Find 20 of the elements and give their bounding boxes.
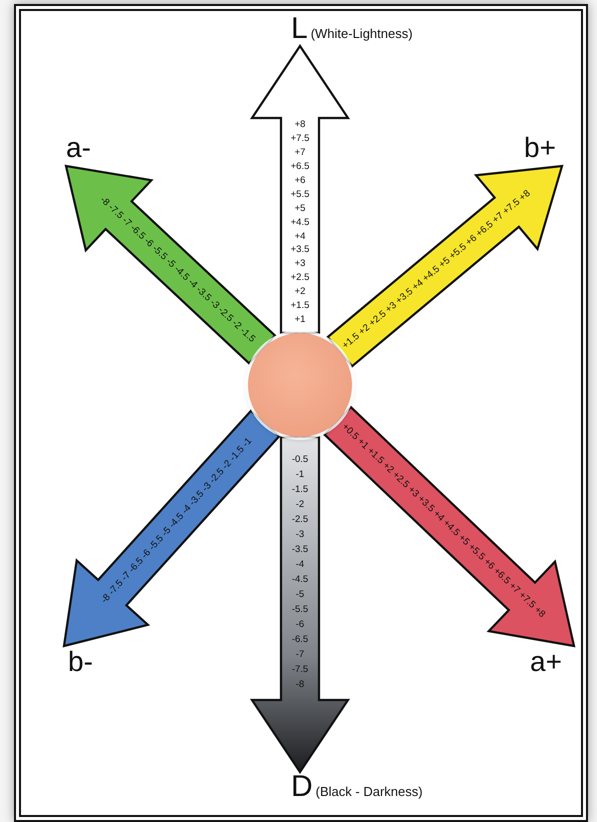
scale-numbers: +1.5 +2 +2.5 +3 +3.5 +4 +4.5 +5 +5.5 +6 +6.5 +7 +7.5 +8 xyxy=(340,188,534,352)
scale-numbers: -8 -7.5 -7 -6.5 -6 -5.5 -5 -4.5 -4 -3.5 -3 -2.5 -2 -1.5 -1 xyxy=(98,435,255,608)
axis-arrow xyxy=(322,406,576,648)
axis-letter: L xyxy=(291,14,308,44)
scale-numbers: -0.5 -1 -1.5 -2 -2.5 -3 -3.5 -4 -4.5 -5 -5.5 -6 -6.5 -7 -7.5 -8 xyxy=(290,452,310,692)
scale-numbers: +0.5 +1 +1.5 +2 +2.5 +3 +3.5 +4 +4.5 +5 +5.5 +6 +6.5 +7 +7.5 +8 xyxy=(338,420,548,622)
axis-name: (Black - Darkness) xyxy=(316,785,423,798)
axis-letter: b- xyxy=(68,648,93,676)
axis-arrow xyxy=(250,44,350,334)
scale-numbers: +8 +7.5 +7 +6.5 +6 +5.5 +5 +4.5 +4 +3.5 +3 +2.5 +2 +1.5 +1 xyxy=(290,118,310,328)
axis-arrow xyxy=(64,164,277,365)
axis-arrow xyxy=(62,409,281,648)
scale-numbers: -8 -7.5 -7 -6.5 -6 -5.5 -5 -4.5 -4 -3.5 -3 -2.5 -2 -1.5 xyxy=(96,194,258,347)
axis-name: (White-Lightness) xyxy=(310,27,413,40)
axis-letter: a- xyxy=(66,134,91,162)
axis-arrow xyxy=(250,436,350,774)
axis-arrow xyxy=(326,164,564,368)
axis-letter: a+ xyxy=(530,648,562,676)
axis-letter: b+ xyxy=(524,134,556,162)
axis-letter: D xyxy=(291,772,313,802)
